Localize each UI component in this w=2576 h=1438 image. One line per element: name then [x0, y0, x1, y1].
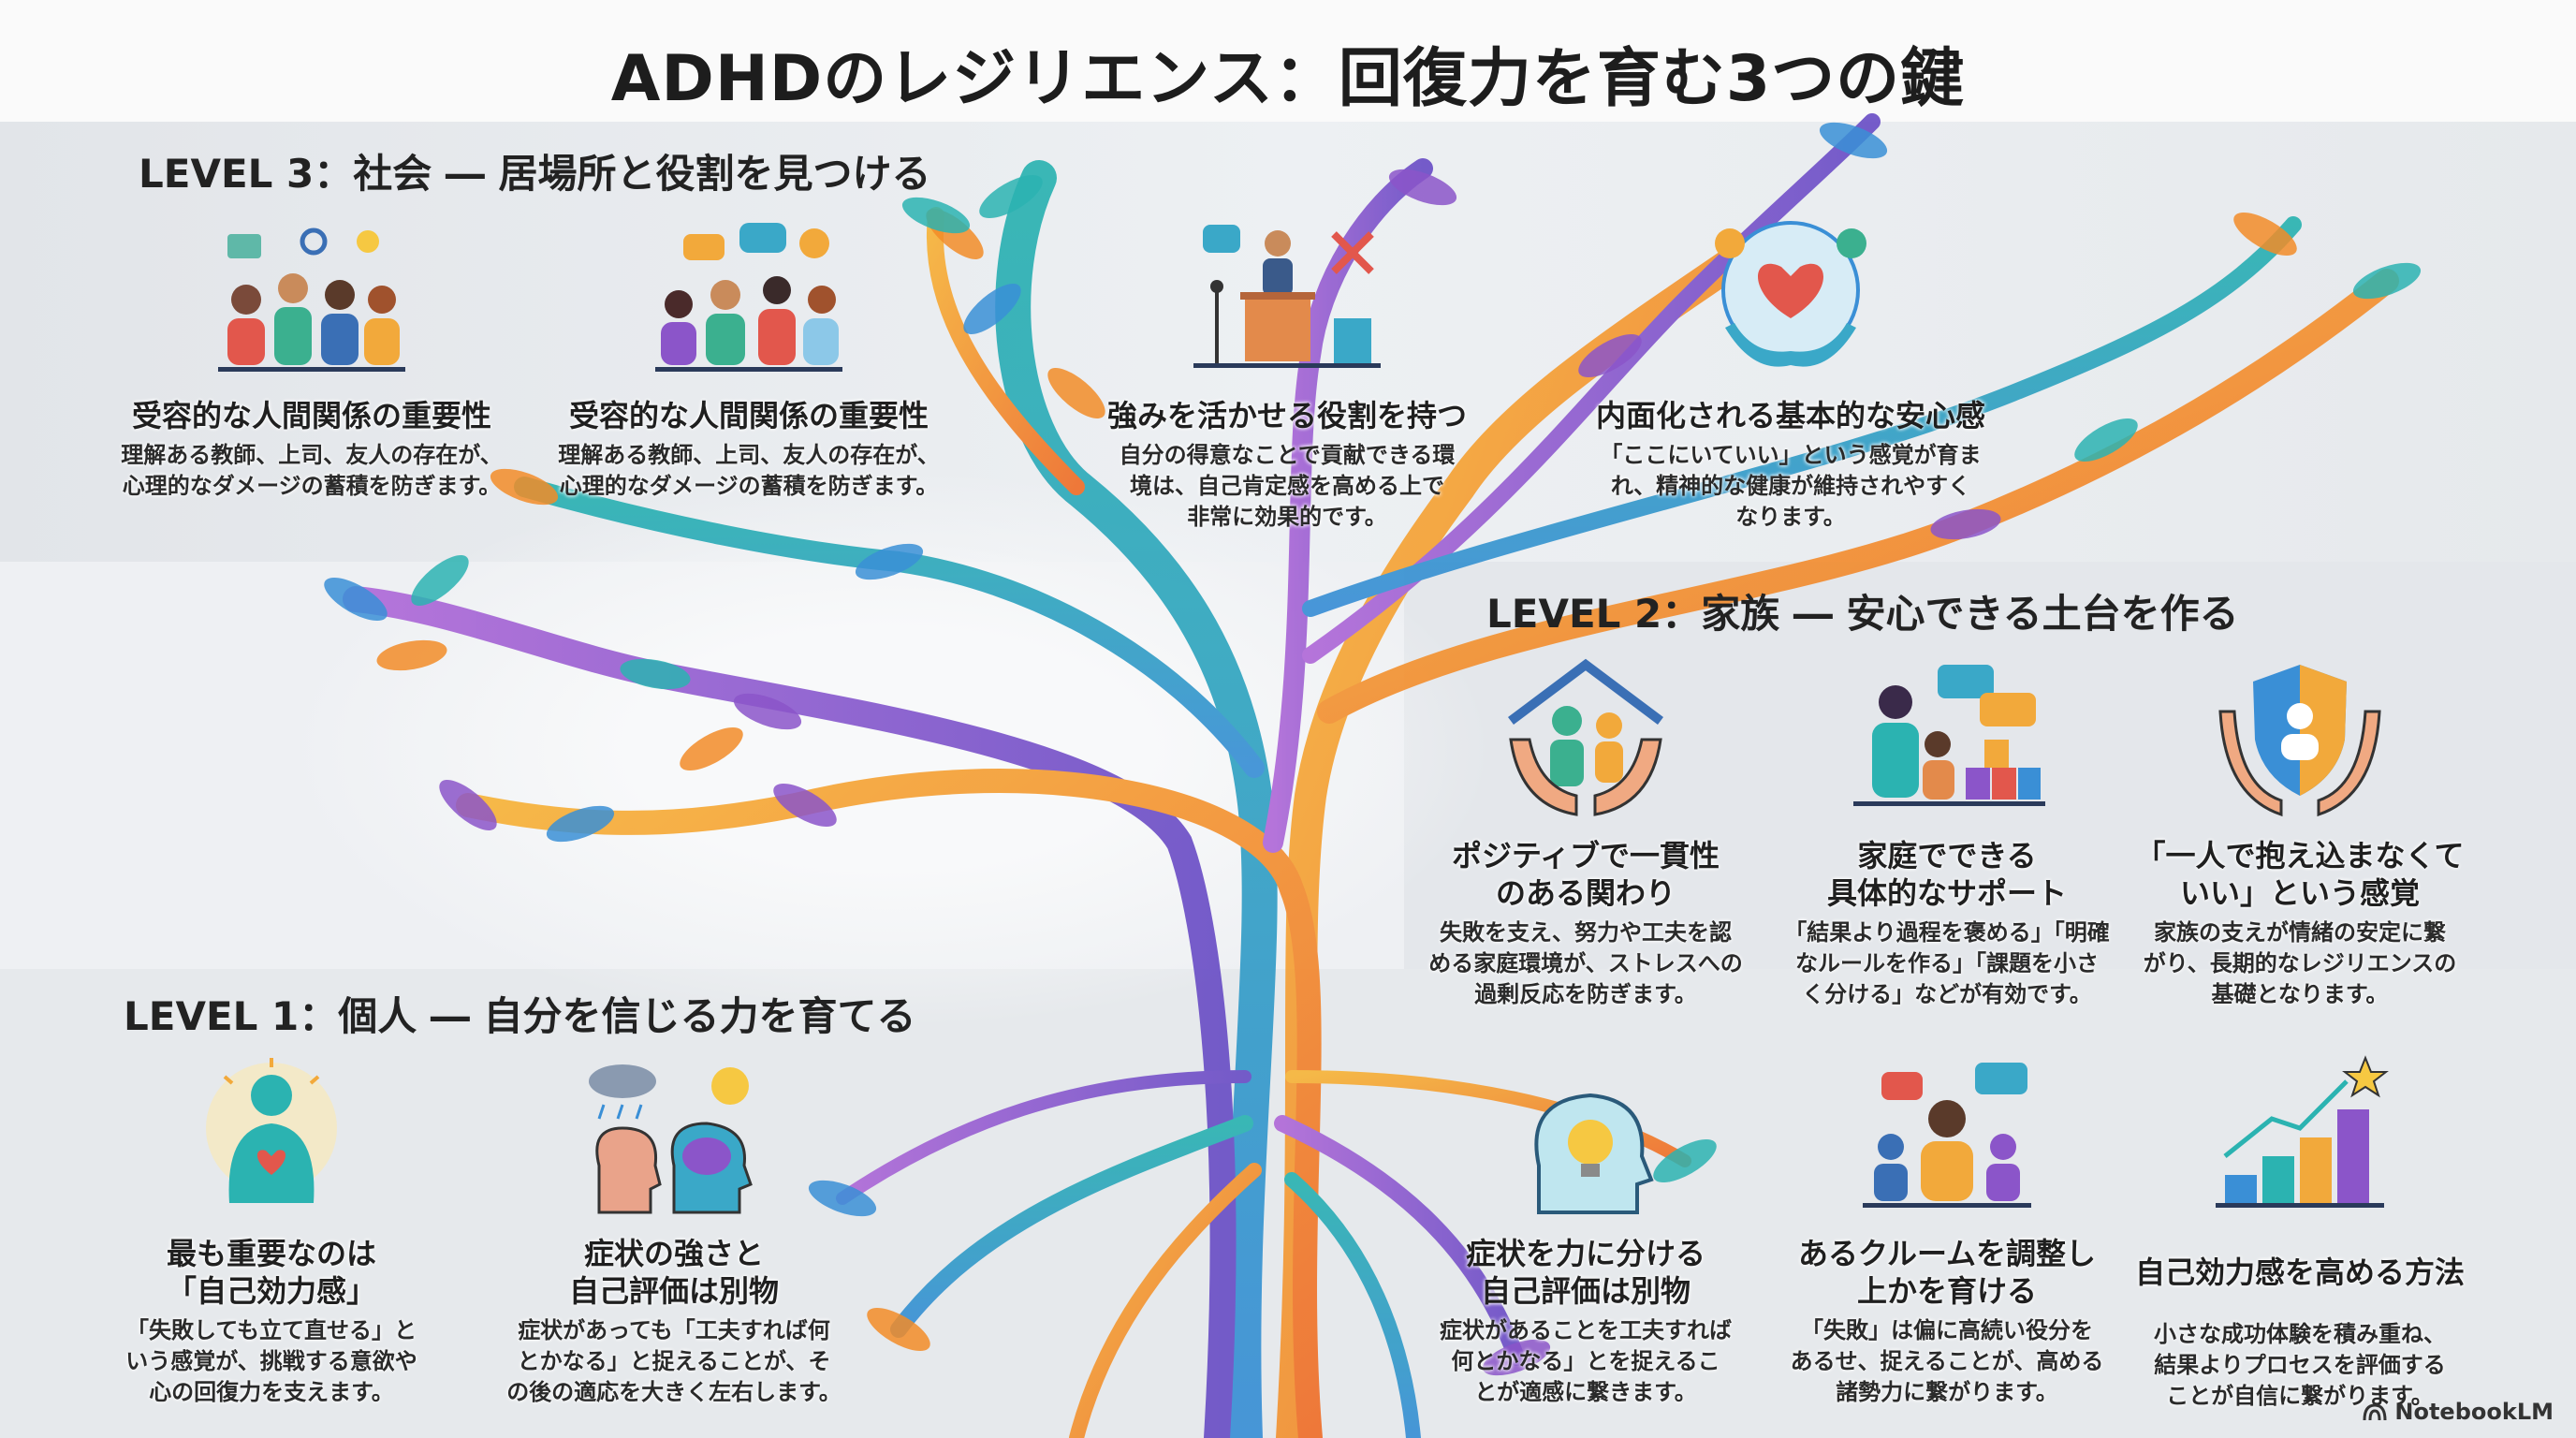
- tree-leaf: [855, 543, 924, 580]
- tree-leaf: [2233, 212, 2297, 257]
- tree-leaf: [680, 726, 743, 771]
- tree-leaf: [546, 805, 615, 843]
- level3-header: LEVEL 3：社会 ― 居場所と役割を見つける: [139, 151, 931, 197]
- card-desc: 理解ある教師、上司、友人の存在が、心理的なダメージの蓄積を防ぎます。: [558, 442, 940, 499]
- notebooklm-logo: NotebookLM: [2363, 1399, 2554, 1425]
- card-desc: 小さな成功体験を積み重ね、結果よりプロセスを評価することが自信に繋がります。: [2154, 1321, 2446, 1409]
- people-chat-icon: [655, 223, 842, 372]
- tree-leaf: [1819, 122, 1888, 159]
- card-desc: 理解ある教師、上司、友人の存在が、心理的なダメージの蓄積を防ぎます。: [121, 442, 503, 499]
- parent-child-blocks-icon: [1853, 665, 2045, 806]
- tree-leaf: [1578, 333, 1642, 378]
- heart-hands-icon: [1715, 221, 1866, 367]
- card-title: 受容的な人間関係の重要性: [568, 398, 929, 433]
- tree-leaf: [1653, 1138, 1717, 1183]
- tree-leaf: [1047, 368, 1105, 418]
- level1-card-symptoms: 症状の強さと自己評価は別物 症状があっても「工夫すれば何とかなる」と捉えることが…: [468, 1053, 880, 1408]
- card-desc: 「失敗しても立て直せる」という感覚が、挑戦する意欲や心の回復力を支えます。: [125, 1317, 417, 1405]
- card-desc: 「失敗」は偏に高続い役分をあるせ、捉えることが、高める諸勢力に繋がります。: [1790, 1317, 2104, 1405]
- card-title: 家庭でできる具体的なサポート: [1826, 838, 2067, 911]
- tree-leaf: [324, 577, 388, 622]
- tree-leaf: [2074, 418, 2138, 462]
- tree-branch: [1263, 158, 1433, 853]
- tree-leaf: [2352, 262, 2422, 300]
- card-desc: 「結果より過程を褒める」「明確なルールを作る」「課題を小さく分ける」などが有効で…: [1784, 919, 2110, 1007]
- people-meeting-icon: [218, 227, 405, 372]
- level2-card-support: 家庭でできる具体的なサポート 「結果より過程を褒める」「明確なルールを作る」「課…: [1741, 655, 2153, 1010]
- level3-card-relationships-1: 受容的な人間関係の重要性 理解ある教師、上司、友人の存在が、心理的なダメージの蓄…: [106, 215, 518, 502]
- level1-card-method: 自己効力感を高める方法 小さな成功体験を積み重ね、結果よりプロセスを評価すること…: [2094, 1053, 2506, 1412]
- notebooklm-icon: [2363, 1403, 2387, 1421]
- card-title: 「一人で抱え込まなくていい」という感覚: [2135, 838, 2465, 911]
- tree-branch: [1285, 1070, 1691, 1167]
- logo-text: NotebookLM: [2394, 1399, 2554, 1425]
- card-title: あるクルームを調整し上かを育ける: [1797, 1236, 2097, 1309]
- card-desc: 症状があっても「工夫すれば何とかなる」と捉えることが、その後の適応を大きく左右し…: [506, 1317, 842, 1405]
- level1-card-strength: 症状を力に分ける自己評価は別物 症状があることを工夫すれば何とかなる」とを捉える…: [1380, 1053, 1792, 1408]
- tree-branch: [1302, 113, 1881, 664]
- card-title: 症状を力に分ける自己評価は別物: [1465, 1236, 1705, 1309]
- card-desc: 失敗を支え、努力や工夫を認める家庭環境が、ストレスへの過剰反応を防ぎます。: [1428, 919, 1743, 1007]
- tree-branch: [1069, 1163, 1262, 1438]
- podium-tools-icon: [1193, 225, 1381, 368]
- tree-leaf: [620, 658, 691, 690]
- tree-branch: [1302, 216, 2302, 617]
- level3-card-relationships-2: 受容的な人間関係の重要性 理解ある教師、上司、友人の存在が、心理的なダメージの蓄…: [543, 215, 955, 502]
- tree-leaf: [1482, 1339, 1551, 1376]
- person-glowing-heart-icon: [206, 1058, 337, 1203]
- tree-leaf: [901, 197, 971, 234]
- tree-branch: [1284, 1172, 1421, 1438]
- growth-chart-star-icon: [2216, 1055, 2389, 1208]
- tree-leaf: [439, 780, 497, 830]
- level2-card-positive: ポジティブで一貫性のある関わり 失敗を支え、努力や工夫を認める家庭環境が、ストレ…: [1380, 655, 1792, 1010]
- card-title: 自己効力感を高める方法: [2134, 1255, 2465, 1290]
- level2-header: LEVEL 2：家族 ― 安心できる土台を作る: [1486, 591, 2239, 637]
- shield-hands-icon: [2218, 665, 2381, 817]
- card-title: 受容的な人間関係の重要性: [131, 398, 491, 433]
- tree-branch: [890, 1115, 1253, 1338]
- card-title: ポジティブで一貫性のある関わり: [1451, 838, 1720, 911]
- tree-leaf: [963, 284, 1021, 334]
- tree-leaf: [376, 639, 447, 671]
- tree-leaf: [979, 174, 1043, 219]
- card-title: 強みを活かせる役割を持つ: [1106, 398, 1467, 433]
- card-desc: 症状があることを工夫すれば何とかなる」とを捉えることが適感に繋きます。: [1440, 1317, 1732, 1405]
- level3-card-security: 内面化される基本的な安心感 「ここにいていい」という感覚が育まれ、精神的な健康が…: [1585, 215, 1997, 533]
- home-family-hands-icon: [1508, 658, 1663, 816]
- page-title: ADHDのレジリエンス：回復力を育む3つの鍵: [610, 42, 1966, 116]
- rain-sun-heads-icon: [589, 1064, 753, 1214]
- person-speech-icon: [1863, 1063, 2031, 1208]
- tree-leaf: [411, 555, 469, 606]
- level3-card-role: 強みを活かせる役割を持つ 自分の得意なことで貢献できる環境は、自己肯定感を高める…: [1081, 215, 1493, 533]
- title-band: [0, 0, 2576, 122]
- tree-leaf: [1388, 169, 1457, 206]
- card-desc: 「ここにいていい」という感覚が育まれ、精神的な健康が維持されやすくなります。: [1600, 442, 1982, 530]
- card-desc: 家族の支えが情緒の安定に繋がり、長期的なレジリエンスの基礎となります。: [2143, 919, 2457, 1007]
- tree-branch: [1274, 1115, 1525, 1366]
- level1-card-adjust: あるクルームを調整し上かを育ける 「失敗」は偏に高続い役分をあるせ、捉えることが…: [1741, 1053, 2153, 1408]
- tree-leaf: [773, 783, 837, 828]
- card-desc: 自分の得意なことで貢献できる環境は、自己肯定感を高める上で非常に効果的です。: [1119, 442, 1456, 530]
- head-lightbulb-icon: [1534, 1093, 1654, 1214]
- tree-branch: [836, 1070, 1251, 1205]
- tree-leaf: [1930, 508, 2001, 540]
- tree-leaf: [490, 468, 559, 506]
- level1-header: LEVEL 1：個人 ― 自分を信じる力を育てる: [124, 993, 916, 1039]
- tree-leaf: [808, 1180, 877, 1217]
- tree-leaf: [733, 693, 802, 730]
- card-title: 内面化される基本的な安心感: [1595, 398, 1985, 433]
- tree-branch: [926, 207, 1085, 495]
- card-title: 症状の強さと自己評価は別物: [568, 1236, 779, 1309]
- card-title: 最も重要なのは「自己効力感」: [166, 1236, 376, 1309]
- tree-leaf: [867, 1307, 930, 1352]
- level1-card-self-efficacy: 最も重要なのは「自己効力感」 「失敗しても立て直せる」という感覚が、挑戦する意欲…: [66, 1053, 477, 1408]
- level2-card-not-alone: 「一人で抱え込まなくていい」という感覚 家族の支えが情緒の安定に繋がり、長期的な…: [2094, 655, 2506, 1010]
